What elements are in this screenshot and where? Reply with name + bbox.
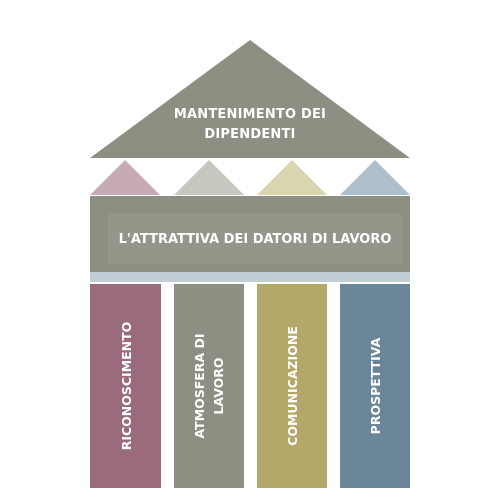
pillar-cap-4: [340, 160, 410, 195]
pillar-label-line-1: PROSPETTIVA: [367, 337, 383, 435]
roof-triangle: [90, 40, 410, 158]
pillar-label-line-1: ATMOSFERA DI: [192, 333, 207, 439]
pillar-label-line-1: RICONOSCIMENTO: [118, 321, 133, 451]
pillar-label-atmosfera: ATMOSFERA DI LAVORO: [187, 296, 231, 476]
pillar-label-riconoscimento: RICONOSCIMENTO: [104, 296, 148, 476]
pillar-1: [90, 284, 161, 488]
pillar-label-comunicazione: COMUNICAZIONE: [270, 296, 314, 476]
pillar-label-line-1: COMUNICAZIONE: [284, 326, 300, 446]
pillar-cap-3: [257, 160, 327, 195]
pillar-3: [257, 284, 327, 488]
pillar-label-line-2: LAVORO: [211, 357, 226, 415]
beam-label: L'ATTRATTIVA DEI DATORI DI LAVORO: [108, 214, 402, 264]
beam-bar: [90, 196, 410, 272]
roof-label-line-2: DIPENDENTI: [204, 127, 296, 142]
pillar-cap-2: [174, 160, 244, 195]
roof-label: MANTENIMENTO DEI DIPENDENTI: [150, 100, 350, 150]
roof-label-line-1: MANTENIMENTO DEI: [173, 107, 327, 122]
pillar-cap-1: [90, 160, 160, 195]
pillar-label-prospettiva: PROSPETTIVA: [353, 296, 397, 476]
beam-underline: [90, 272, 410, 282]
pillar-4: [340, 284, 410, 488]
pillar-2: [174, 284, 244, 488]
